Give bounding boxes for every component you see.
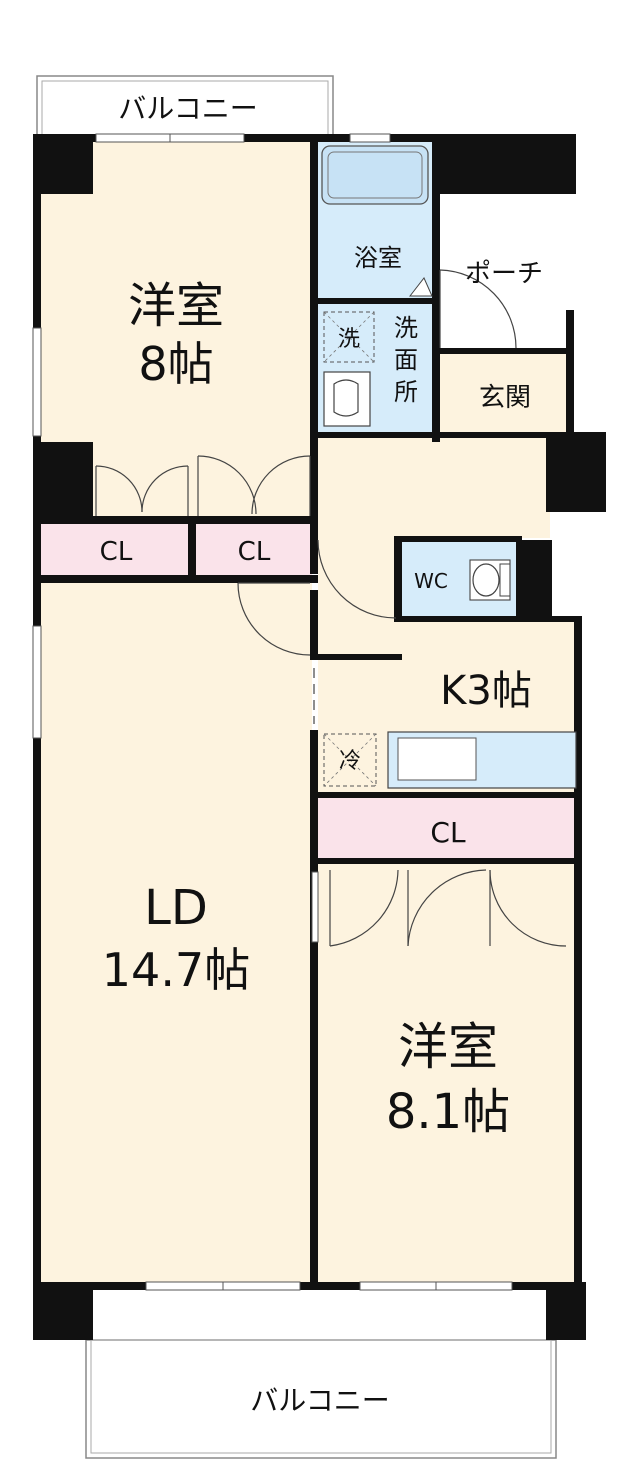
- balcony-bottom-label: バルコニー: [250, 1384, 389, 1417]
- fridge-icon: [323, 733, 377, 787]
- closet-2-floor: [194, 522, 312, 577]
- closet-3-label: CL: [430, 816, 466, 849]
- kitchen-label: K3帖: [440, 668, 532, 714]
- entrance-label: 玄関: [479, 383, 531, 413]
- windows: [32, 133, 513, 1291]
- toilet-icon: [469, 559, 511, 601]
- closet-1-label: CL: [100, 537, 133, 567]
- bathtub-icon: [321, 145, 433, 297]
- balcony-bottom: [85, 1339, 557, 1459]
- living-dining-name: LD: [144, 880, 208, 936]
- western-room-2-floor: [318, 864, 578, 1282]
- hallway-floor: [318, 438, 550, 538]
- western-room-1-size: 8帖: [138, 337, 213, 391]
- western-room-1-name: 洋室: [128, 278, 224, 334]
- washroom-label-1: 洗: [394, 314, 418, 342]
- toilet-label: WC: [414, 569, 448, 593]
- closet-1-floor: [40, 522, 190, 577]
- kitchen-counter-icon: [387, 731, 577, 789]
- living-dining-size: 14.7帖: [102, 943, 250, 997]
- doors: [95, 269, 567, 947]
- balcony-top: [36, 75, 334, 139]
- washroom-label-2: 面: [394, 346, 418, 374]
- entrance-floor: [440, 352, 570, 438]
- western-room-2-size: 8.1帖: [386, 1084, 510, 1140]
- western-room-2-name: 洋室: [398, 1018, 498, 1076]
- closet-2-label: CL: [238, 537, 271, 567]
- washbasin-icon: [323, 371, 371, 427]
- bath-label: 浴室: [354, 244, 402, 272]
- porch-label: ポーチ: [465, 259, 543, 289]
- fridge-label: 冷: [339, 749, 361, 774]
- washer-icon: [323, 311, 375, 363]
- closet-3-floor: [318, 798, 576, 860]
- washroom-label-3: 所: [394, 378, 418, 406]
- balcony-top-label: バルコニー: [118, 92, 257, 125]
- living-dining-floor: [40, 582, 312, 1282]
- washer-label: 洗: [338, 327, 360, 352]
